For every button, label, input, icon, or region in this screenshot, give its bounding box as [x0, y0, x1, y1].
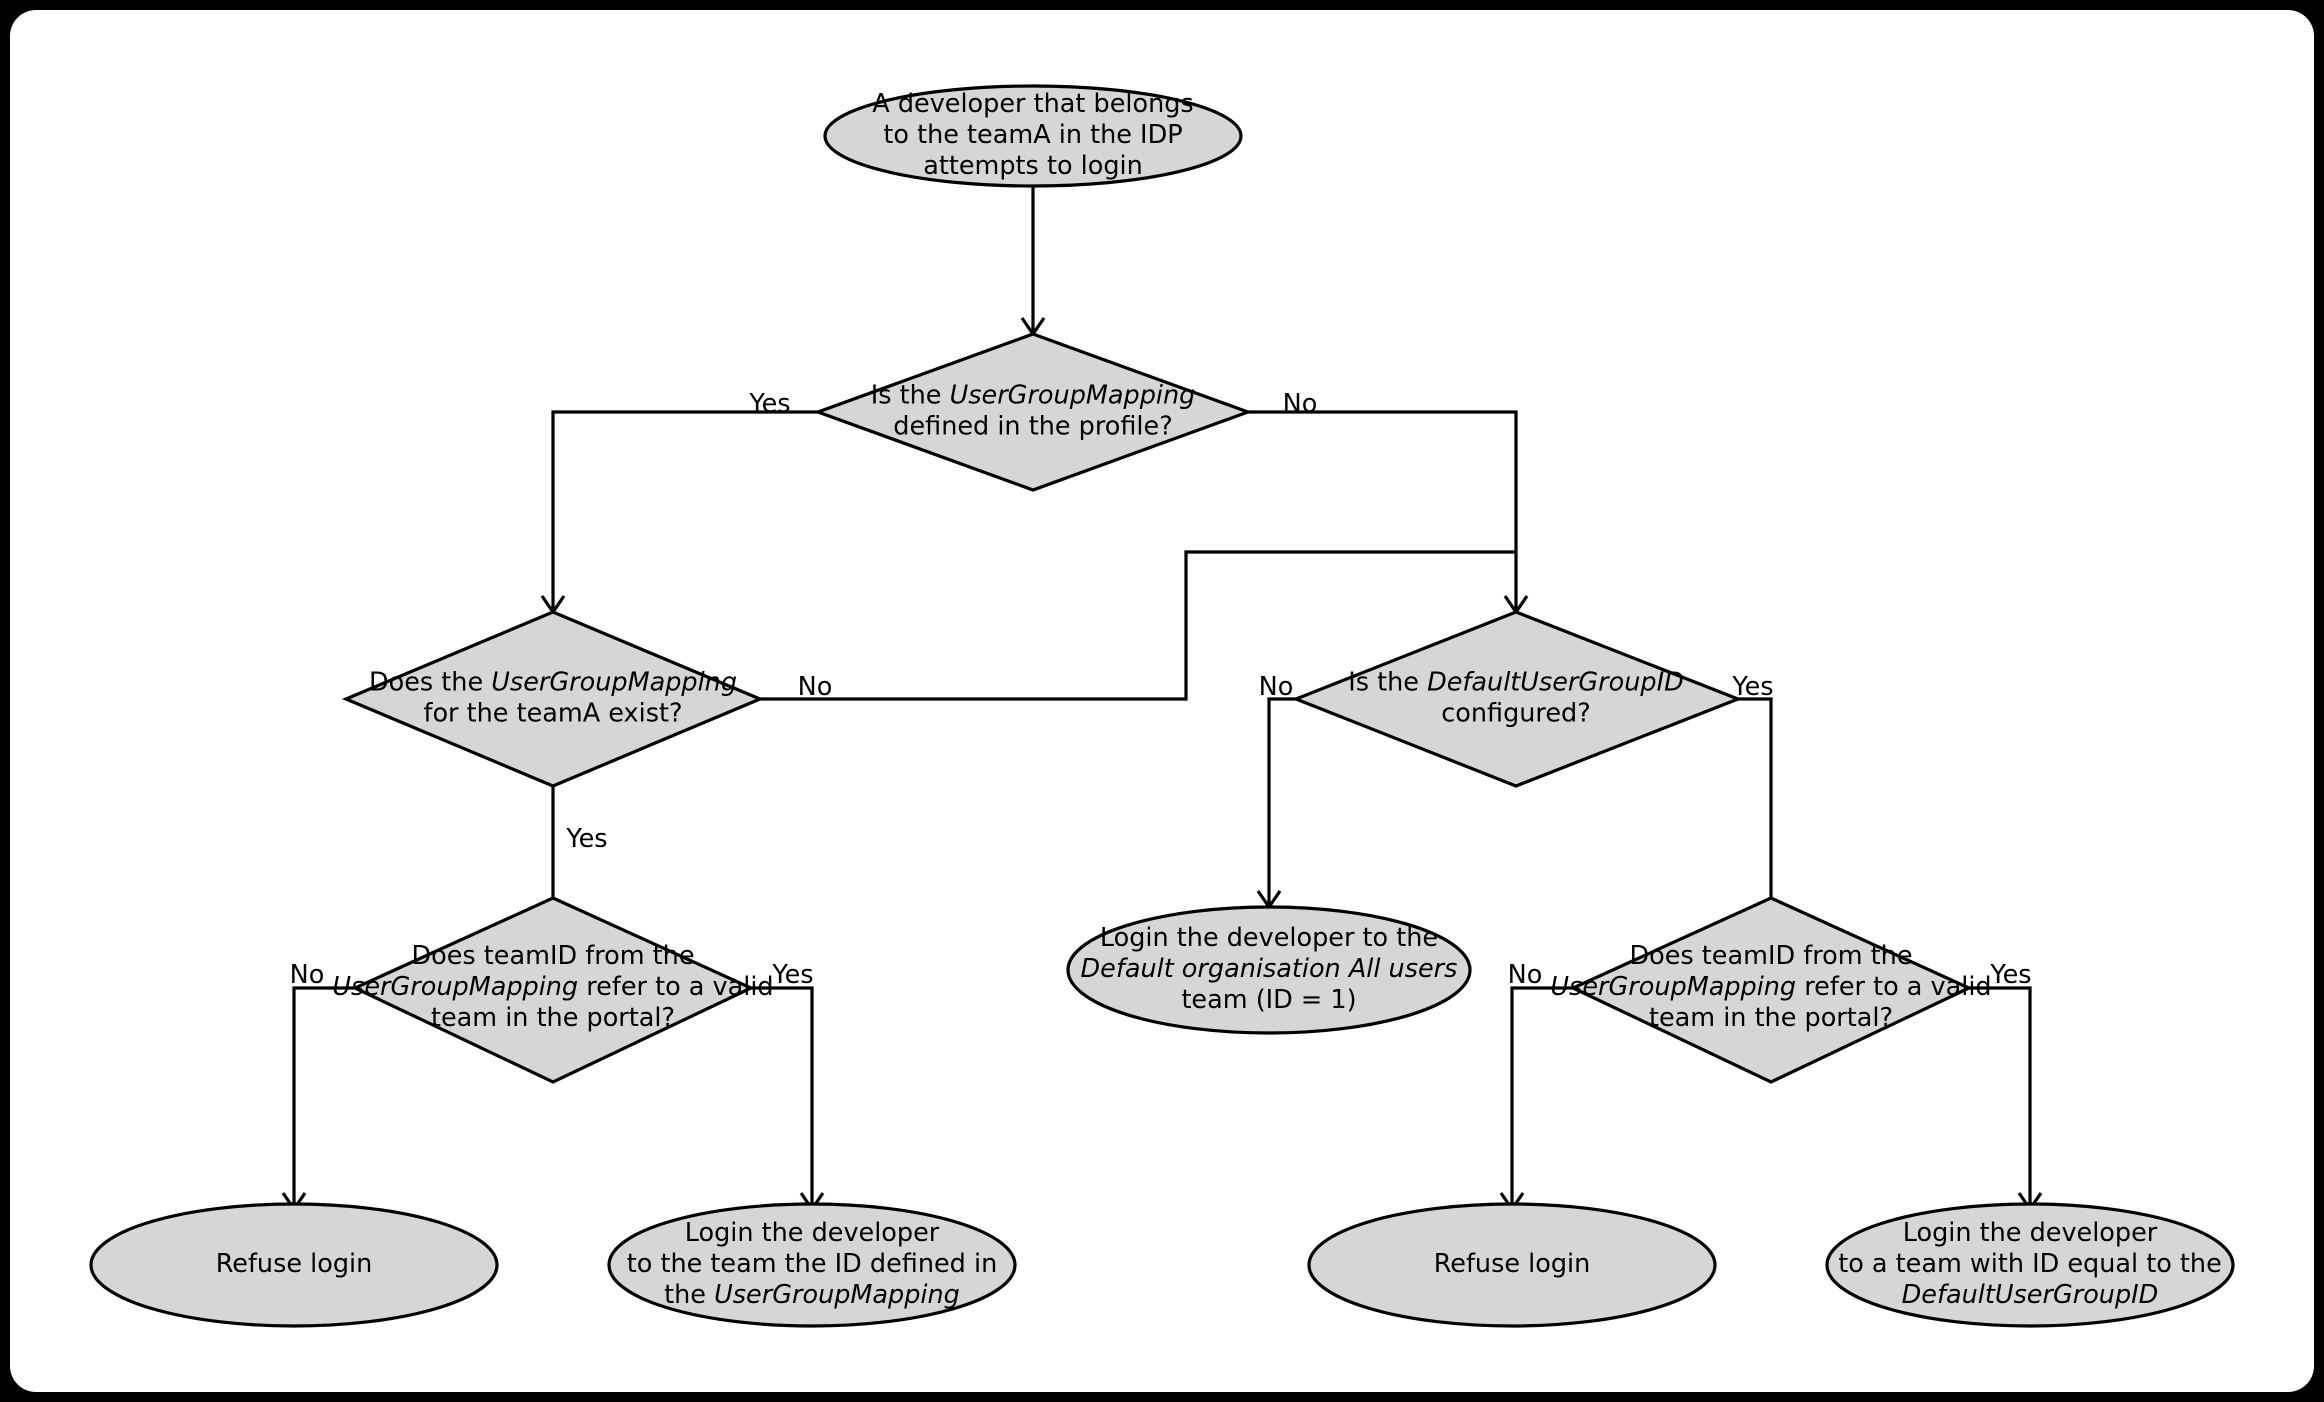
decision-mapping-defined-shape [813, 332, 1253, 492]
edge-mapping-defined-no [1248, 410, 1529, 615]
edge-label-default-group-no: No [1259, 672, 1294, 702]
refuse-login-left-label: Refuse login [216, 1249, 373, 1279]
edge-default-group-no [1256, 697, 1296, 910]
decision-mapping-teama-shape [341, 610, 765, 788]
decision-default-group-id-shape [1291, 610, 1743, 788]
edge-label-teamid-right-no: No [1508, 960, 1543, 990]
login-default-group-team-shape [1825, 1202, 2235, 1328]
edge-label-teamid-right-yes: Yes [1989, 960, 2031, 990]
edge-teamid-right-yes [1969, 986, 2043, 1212]
edge-teamid-left-yes [751, 986, 825, 1212]
edge-teamid-right-no [1499, 986, 1573, 1212]
edge-teamid-left-no [281, 986, 355, 1212]
edge-label-mapping-teama-yes: Yes [565, 824, 607, 854]
edge-mapping-teama-no [760, 550, 1516, 701]
edge-labels-layer: Yes No No Yes No Yes No Yes No Yes [290, 389, 2032, 990]
edge-label-default-group-yes: Yes [1731, 672, 1773, 702]
edge-label-teamid-left-no: No [290, 960, 325, 990]
edge-label-teamid-left-yes: Yes [771, 960, 813, 990]
edge-mapping-defined-yes [540, 410, 818, 615]
diagram-canvas: Yes No No Yes No Yes No Yes No Yes A dev… [10, 10, 2314, 1392]
node-refuse-login-left[interactable]: Refuse login [89, 1202, 499, 1328]
decision-teamid-valid-left-shape [351, 896, 755, 1084]
flowchart-svg: Yes No No Yes No Yes No Yes No Yes A dev… [89, 84, 2235, 1328]
node-refuse-login-right[interactable]: Refuse login [1307, 1202, 1717, 1328]
login-default-org-shape [1066, 905, 1472, 1035]
refuse-login-left-shape [89, 1202, 499, 1328]
start-ellipse-shape [823, 84, 1243, 188]
refuse-login-right-label: Refuse login [1434, 1249, 1591, 1279]
edge-label-mapping-defined-yes: Yes [748, 389, 790, 419]
decision-teamid-valid-right-shape [1569, 896, 1973, 1084]
login-mapping-team-shape [607, 1202, 1017, 1328]
refuse-login-right-shape [1307, 1202, 1717, 1328]
edge-start-to-mapping-defined [1020, 185, 1046, 337]
edge-label-mapping-teama-no: No [798, 672, 833, 702]
edge-label-mapping-defined-no: No [1283, 389, 1318, 419]
